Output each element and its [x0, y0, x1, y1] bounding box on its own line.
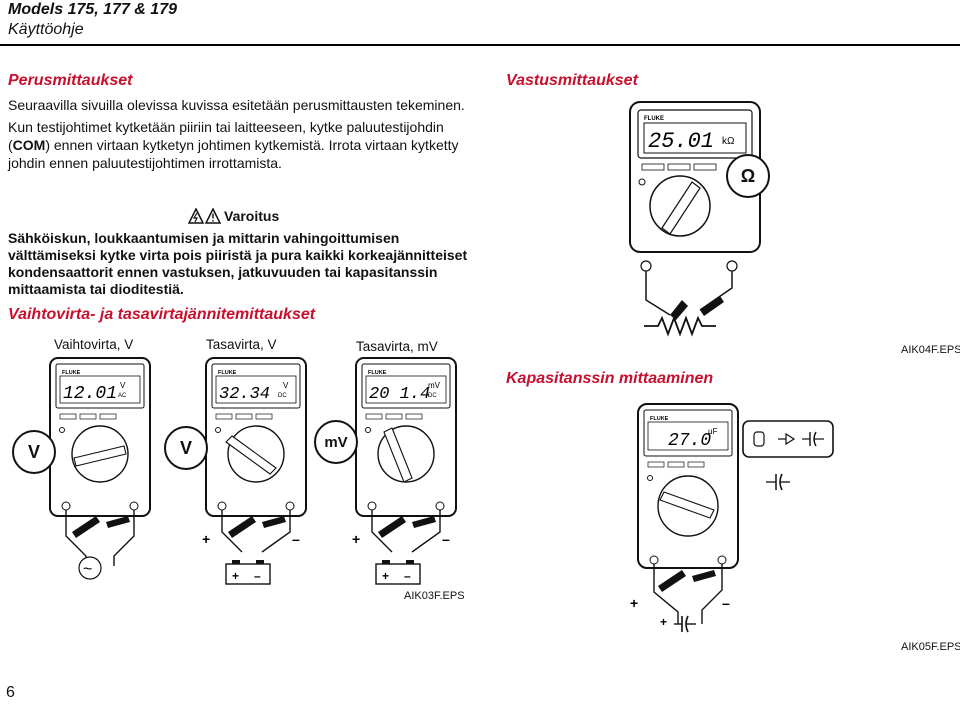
diode-button-icon	[753, 431, 765, 447]
lcd-reading: 20 1.4	[369, 385, 430, 404]
lcd-reading: 32.34	[219, 385, 270, 404]
caption-ac-volts: Vaihtovirta, V	[54, 337, 134, 352]
cap-plus: +	[660, 615, 667, 629]
ac-volts-glyph: V	[27, 441, 40, 462]
dial-knob	[661, 181, 701, 235]
battery-minus: –	[254, 569, 261, 583]
lcd-unit: V	[120, 381, 126, 390]
plus-label: +	[630, 595, 638, 611]
document-subtitle: Käyttöohje	[8, 21, 84, 38]
battery-symbol	[375, 563, 421, 585]
probe-tip-right	[700, 296, 724, 316]
lcd-unit2: DC	[278, 393, 287, 399]
jack-right	[726, 260, 738, 272]
document-title: Models 175, 177 & 179	[8, 1, 177, 18]
intro-text-part: ) ennen virtaan kytketyn johtimen kytkem…	[8, 137, 459, 171]
lcd-unit2: DC	[428, 393, 437, 399]
section-basic-heading: Perusmittaukset	[8, 72, 133, 89]
lcd-unit: kΩ	[722, 136, 735, 147]
acdc-meters-figure: FLUKE 12.01 V AC ~ FLUKE 32.34 V DC	[49, 357, 457, 585]
ac-source-symbol	[78, 556, 102, 580]
page-header: Models 175, 177 & 179 Käyttöohje	[8, 0, 177, 40]
lcd-unit: mV	[428, 381, 441, 390]
brand-label: FLUKE	[62, 370, 81, 376]
figure-id-acdc: AIK03F.EPS	[404, 590, 465, 602]
lcd	[643, 122, 747, 154]
probe-lead-left	[645, 271, 671, 316]
plus-label: +	[202, 531, 210, 547]
warning-heading: Varoitus	[188, 208, 279, 224]
caption-dc-volts: Tasavirta, V	[206, 337, 277, 352]
dc-millivolts-glyph: mV	[324, 433, 348, 451]
minus-label: –	[442, 531, 450, 547]
ac-volt-meter: FLUKE 12.01 V AC ~	[49, 357, 151, 580]
battery-symbol	[225, 563, 271, 585]
section-capacitance-heading: Kapasitanssin mittaaminen	[506, 370, 714, 387]
battery-plus: +	[382, 569, 389, 583]
capacitance-meter-figure: FLUKE 27.0 μF + – +	[630, 403, 790, 633]
jack-left	[640, 260, 652, 272]
page-number: 6	[6, 684, 15, 701]
brand-label: FLUKE	[218, 370, 237, 376]
com-label: COM	[12, 137, 46, 153]
dc-volts-symbol: V	[164, 426, 208, 470]
plus-label: +	[352, 531, 360, 547]
ohm-symbol: Ω	[726, 154, 770, 198]
intro-paragraph-1: Seuraavilla sivuilla olevissa kuvissa es…	[8, 97, 465, 113]
diode-icon	[778, 432, 796, 446]
minus-label: –	[722, 595, 730, 611]
minus-label: –	[292, 531, 300, 547]
figure-id-capacitance: AIK05F.EPS	[901, 641, 960, 653]
hold-button	[641, 163, 665, 171]
warning-text: Sähköiskun, loukkaantumisen ja mittarin …	[8, 230, 468, 297]
dc-millivolts-symbol: mV	[314, 420, 358, 464]
battery-plus: +	[232, 569, 239, 583]
cap-mode-callout	[742, 420, 834, 458]
section-acdc-heading: Vaihtovirta- ja tasavirtajännitemittauks…	[8, 306, 316, 323]
resistor-symbol	[644, 315, 716, 337]
section-resistance-heading: Vastusmittaukset	[506, 72, 638, 89]
dc-millivolt-meter: FLUKE 20 1.4 mV DC + – + –	[352, 357, 457, 585]
header-rule	[0, 44, 960, 46]
brand-label: FLUKE	[644, 116, 664, 122]
warning-icons	[188, 208, 222, 224]
lcd-unit: V	[283, 381, 289, 390]
lcd-reading: 25.01	[648, 129, 714, 154]
lcd-reading: 27.0	[668, 431, 711, 451]
intro-text-part: Kun testijohtimet kytketään piiriin tai …	[8, 119, 444, 153]
lcd-reading: 12.01	[63, 384, 117, 404]
dc-volt-meter: FLUKE 32.34 V DC + – + –	[202, 357, 307, 585]
lcd-unit: μF	[708, 427, 718, 436]
range-button	[693, 163, 717, 171]
minmax-button	[667, 163, 691, 171]
brand-label: FLUKE	[368, 370, 387, 376]
lcd-unit2: AC	[118, 393, 127, 399]
small-button	[638, 178, 646, 186]
brand-label: FLUKE	[650, 416, 669, 422]
ac-source-glyph: ~	[83, 561, 92, 578]
figure-id-ohm: AIK04F.EPS	[901, 344, 960, 356]
caption-dc-millivolts: Tasavirta, mV	[356, 339, 438, 354]
dc-volts-glyph: V	[179, 437, 192, 458]
ohm-meter-figure: FLUKE 25.01 kΩ	[629, 101, 761, 337]
intro-paragraph-2: Kun testijohtimet kytketään piiriin tai …	[8, 118, 468, 172]
intro-text: Seuraavilla sivuilla olevissa kuvissa es…	[8, 96, 468, 176]
warning-title: Varoitus	[224, 208, 280, 224]
probe-tip-left	[670, 300, 688, 320]
ac-volts-symbol: V	[12, 430, 56, 474]
battery-minus: –	[404, 569, 411, 583]
